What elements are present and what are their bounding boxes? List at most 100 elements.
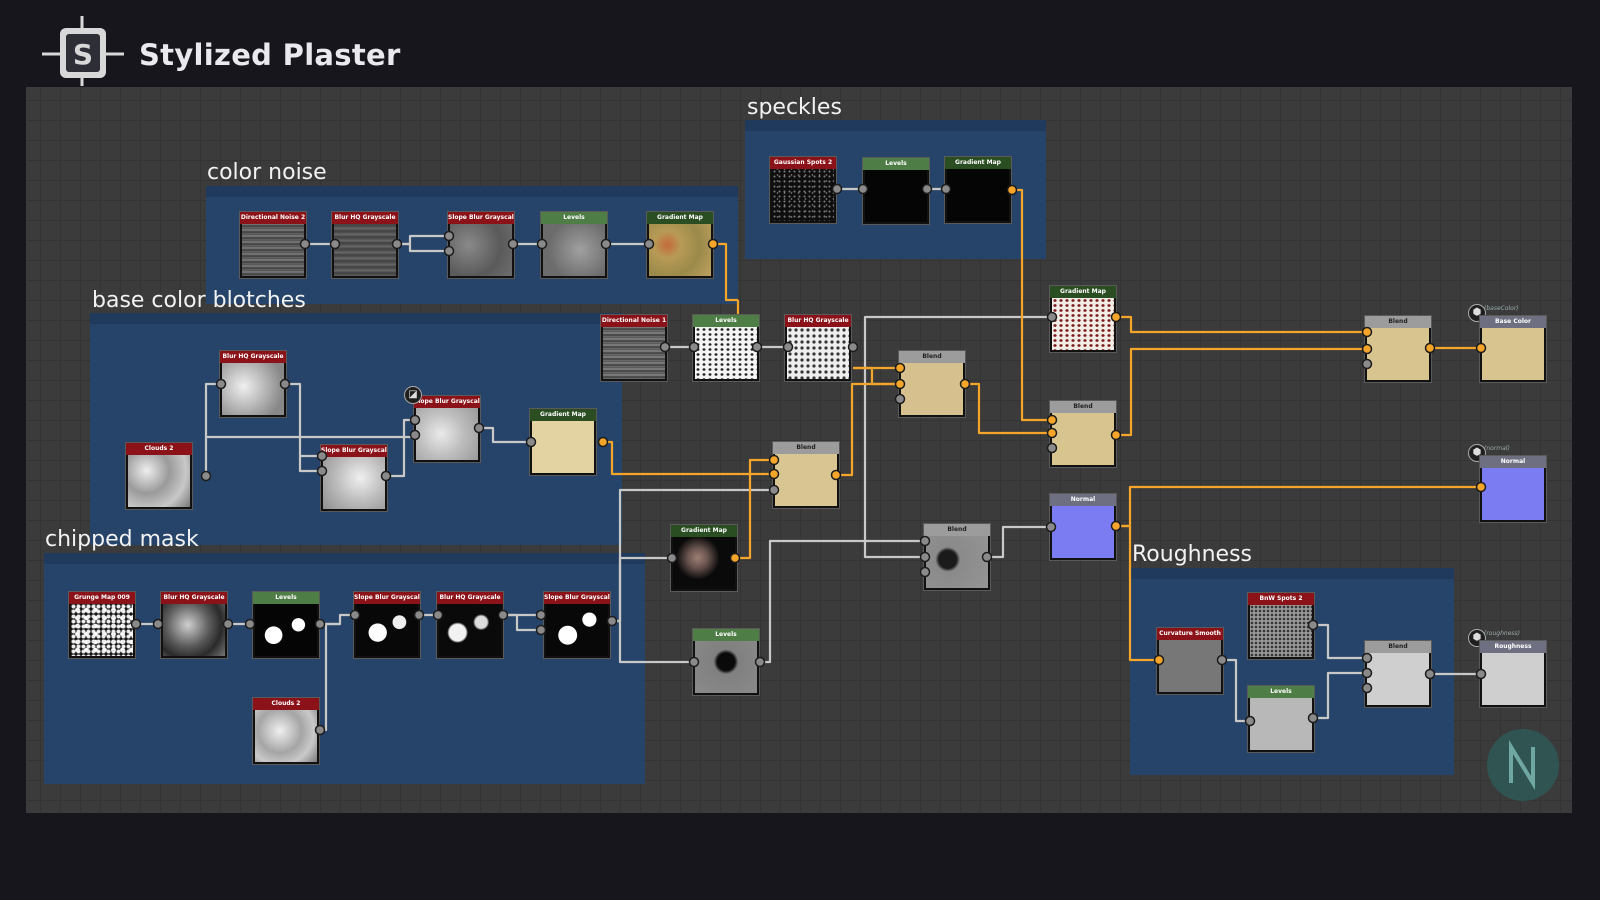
node-preview [334,224,396,276]
node-directional-noise-2[interactable]: Directional Noise 2 [239,211,307,279]
node-title: Gradient Map [647,212,713,224]
node-curvature-smooth[interactable]: Curvature Smooth [1156,627,1224,695]
node-title: Gaussian Spots 2 [770,157,836,169]
node-title: Blend [899,351,965,363]
node-title: Directional Noise 2 [240,212,306,224]
pin-icon[interactable]: ◪ [404,386,422,404]
node-preview [1482,653,1544,705]
node-preview [1250,698,1312,750]
node-title: Grunge Map 009 [69,592,135,604]
node-title: Clouds 2 [253,698,319,710]
node-title: Directional Noise 1 [601,315,667,327]
node-preview [1052,506,1114,558]
node-preview [323,457,385,509]
frame-title-chipped-mask: chipped mask [45,527,199,552]
node-preview [775,454,837,506]
node-slope-blur-grayscale[interactable]: Slope Blur Grayscale [320,444,388,512]
node-preview [1052,298,1114,350]
watermark-logo-icon [1487,729,1559,801]
node-blend[interactable]: Blend [1364,640,1432,708]
node-title: Clouds 2 [126,443,192,455]
output-label: (roughness) [1484,630,1520,637]
node-preview [163,604,225,656]
node-preview [901,363,963,415]
node-title: Gradient Map [1050,286,1116,298]
node-preview [1367,328,1429,380]
node-title: Blur HQ Grayscale [332,212,398,224]
node-preview [1052,413,1114,465]
node-preview [128,455,190,507]
node-preview [255,604,317,656]
node-levels[interactable]: Levels [862,157,930,225]
frame-title-color-noise: color noise [207,160,327,185]
node-title: Gradient Map [530,409,596,421]
node-preview [1482,468,1544,520]
node-slope-blur-grayscale[interactable]: Slope Blur Grayscale [447,211,515,279]
node-gradient-map[interactable]: Gradient Map [529,408,597,476]
node-blur-hq-grayscale[interactable]: Blur HQ Grayscale [219,350,287,418]
node-preview [947,169,1009,221]
node-title: Curvature Smooth [1157,628,1223,640]
node-levels[interactable]: Levels [1247,685,1315,753]
node-preview [255,710,317,762]
node-preview [242,224,304,276]
node-blur-hq-grayscale[interactable]: Blur HQ Grayscale [436,591,504,659]
node-title: Blur HQ Grayscale [161,592,227,604]
node-blend[interactable]: Blend [898,350,966,418]
node-title: Blur HQ Grayscale [437,592,503,604]
node-blend[interactable]: Blend [1364,315,1432,383]
node-blend[interactable]: Blend [772,441,840,509]
node-title: BnW Spots 2 [1248,593,1314,605]
node-slope-blur-grayscale[interactable]: Slope Blur Grayscale [413,395,481,463]
node-title: Levels [541,212,607,224]
node-levels[interactable]: Levels [540,211,608,279]
node-blur-hq-grayscale[interactable]: Blur HQ Grayscale [331,211,399,279]
node-clouds-2[interactable]: Clouds 2 [252,697,320,765]
node-title: Slope Blur Grayscale [321,445,387,457]
node-gradient-map[interactable]: Gradient Map [646,211,714,279]
node-title: Gradient Map [671,525,737,537]
node-blur-hq-grayscale[interactable]: Blur HQ Grayscale [160,591,228,659]
node-preview [450,224,512,276]
node-preview [71,604,133,656]
node-title: Gradient Map [945,157,1011,169]
output-label: (normal) [1484,445,1510,452]
node-levels[interactable]: Levels [692,628,760,696]
node-slope-blur-grayscale[interactable]: Slope Blur Grayscale [543,591,611,659]
node-slope-blur-grayscale[interactable]: Slope Blur Grayscale [353,591,421,659]
node-gradient-map[interactable]: Gradient Map [670,524,738,592]
node-preview [695,641,757,693]
node-preview [603,327,665,379]
node-clouds-2[interactable]: Clouds 2 [125,442,193,510]
node-preview [1367,653,1429,705]
output-normal[interactable]: Normal [1479,455,1547,523]
frame-title-roughness: Roughness [1132,542,1253,567]
node-title: Slope Blur Grayscale [544,592,610,604]
output-base-color[interactable]: Base Color [1479,315,1547,383]
node-grunge-map-009[interactable]: Grunge Map 009 [68,591,136,659]
node-title: Slope Blur Grayscale [354,592,420,604]
node-directional-noise-1[interactable]: Directional Noise 1 [600,314,668,382]
node-gaussian-spots-2[interactable]: Gaussian Spots 2 [769,156,837,224]
node-title: Blend [1365,316,1431,328]
node-normal[interactable]: Normal [1049,493,1117,561]
node-preview [695,327,757,379]
app-header: S Stylized Plaster [0,0,1600,88]
node-gradient-map[interactable]: Gradient Map [1049,285,1117,353]
node-gradient-map[interactable]: Gradient Map [944,156,1012,224]
output-roughness[interactable]: Roughness [1479,640,1547,708]
node-preview [1159,640,1221,692]
node-title: Levels [693,315,759,327]
node-blur-hq-grayscale[interactable]: Blur HQ Grayscale [784,314,852,382]
node-preview [673,537,735,589]
node-levels[interactable]: Levels [692,314,760,382]
node-blend[interactable]: Blend [923,523,991,591]
node-levels[interactable]: Levels [252,591,320,659]
node-title: Levels [1248,686,1314,698]
node-title: Blend [773,442,839,454]
node-bnw-spots-2[interactable]: BnW Spots 2 [1247,592,1315,660]
node-blend[interactable]: Blend [1049,400,1117,468]
node-title: Blur HQ Grayscale [785,315,851,327]
node-title: Slope Blur Grayscale [414,396,480,408]
frame-title-base-color-blotches: base color blotches [92,288,306,313]
